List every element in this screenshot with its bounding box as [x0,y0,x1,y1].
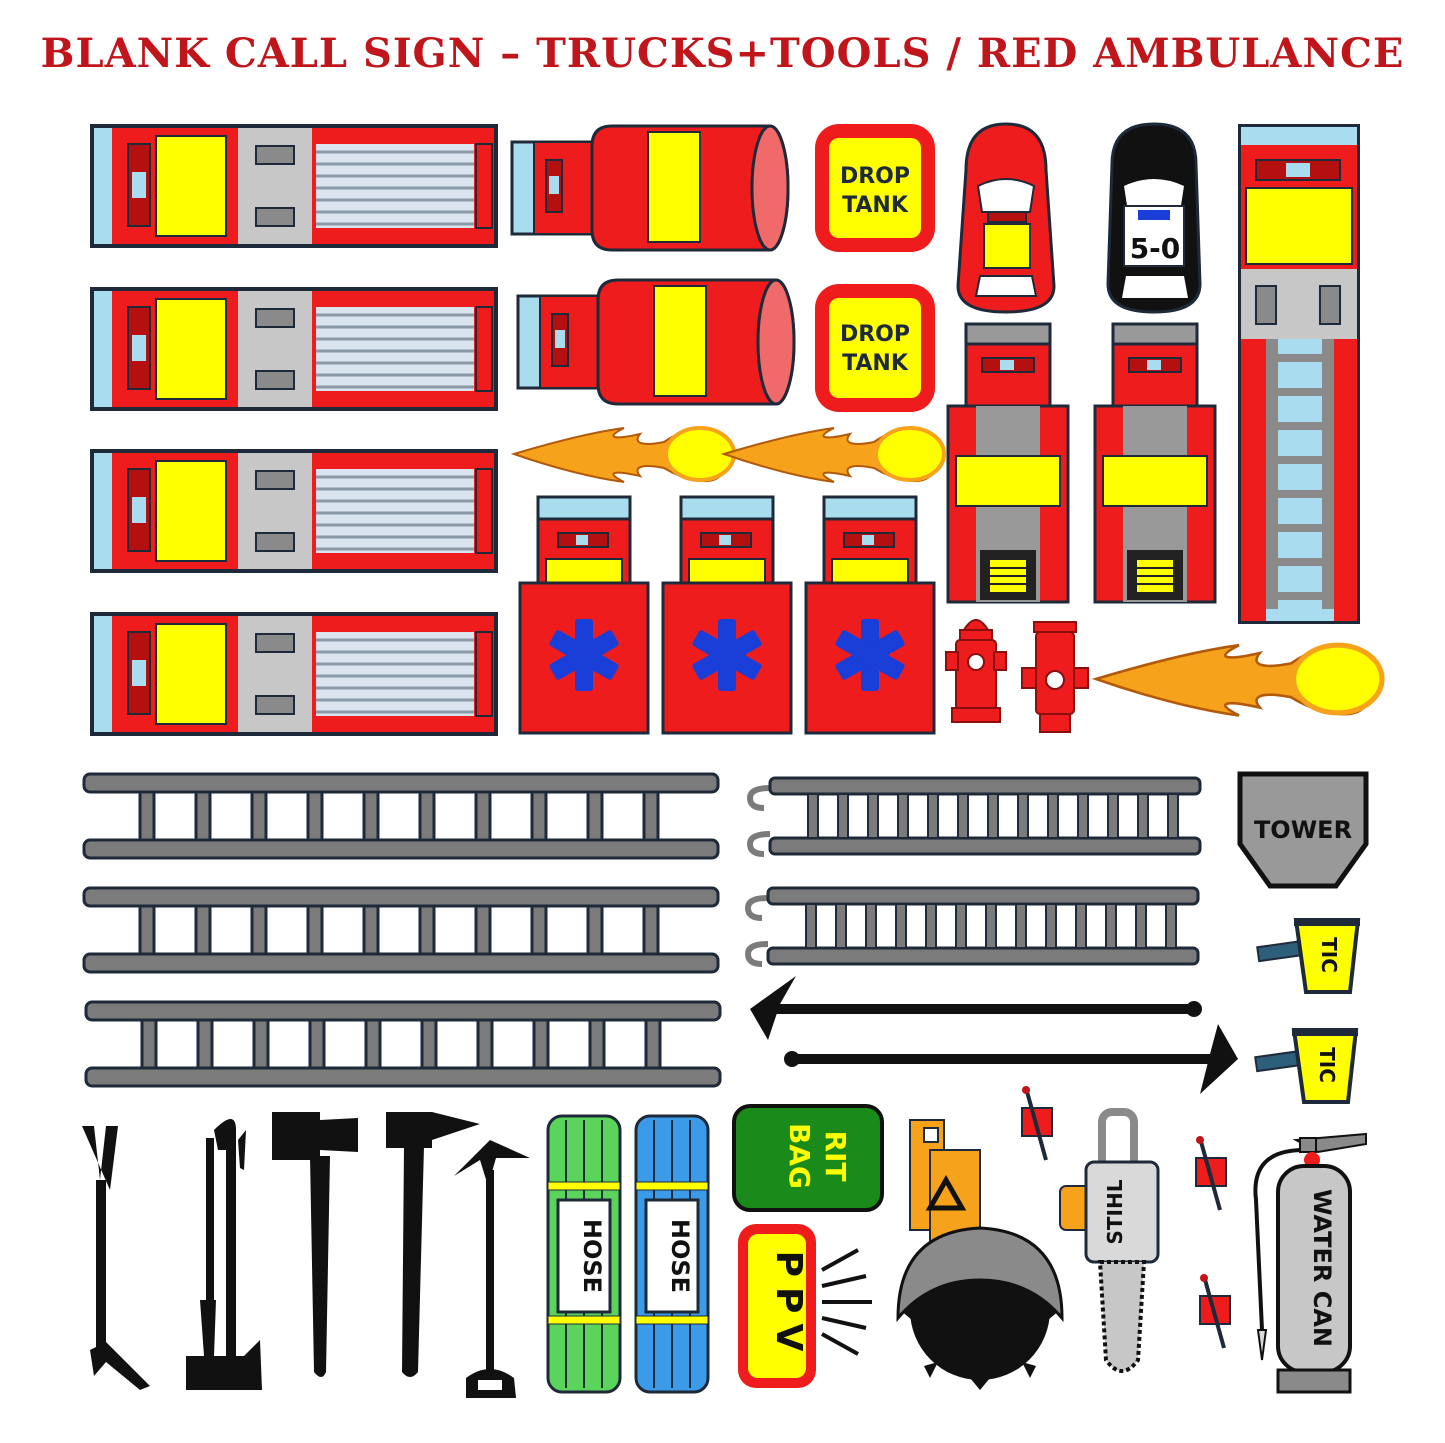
airflow-icon [821,1248,872,1356]
ground-ladder-2 [82,886,720,974]
thermal-imaging-camera-2: TIC [1253,1026,1360,1104]
tower-sign-label: TOWER [1254,816,1352,844]
ambulance-1 [518,495,650,735]
page-title: BLANK CALL SIGN – TRUCKS+TOOLS / RED AMB… [40,30,1405,77]
ambulance-2 [661,495,793,735]
roof-ladder-1 [750,778,1200,854]
flathead-axe-icon [272,1112,358,1377]
ppv-label: PPV [768,1251,809,1362]
hook-and-axe-icon [186,1119,262,1390]
engine-truck-3 [88,447,500,575]
chief-car [956,122,1056,314]
tower-ladder-truck [1238,124,1360,624]
red-tool-icon-3 [1198,1272,1232,1350]
rotary-saw-icon [896,1119,1064,1390]
fire-hydrant-icon-2 [1021,621,1089,733]
ground-ladder-3 [84,1000,722,1088]
hose-bundle-blue: HOSE [634,1114,710,1394]
tic-label: TIC [1315,1047,1339,1083]
rit-bag-label-bottom: BAG [783,1123,816,1189]
engine-truck-2 [88,285,500,413]
tanker-truck-2 [516,278,796,406]
ambulance-3 [804,495,936,735]
pike-hook-tool-icon [454,1140,530,1398]
rit-bag: RIT BAG [732,1104,884,1212]
tanker-truck-1 [510,124,790,252]
drop-tank-label-top: DROP [840,322,910,347]
drop-tank-label-bottom: TANK [842,193,909,218]
drop-tank-sign-1: DROP TANK [815,124,935,252]
water-can-extinguisher: WATER CAN [1253,1132,1367,1394]
drop-tank-label-bottom: TANK [842,351,909,376]
chainsaw-brand-label: STIHL [1103,1179,1127,1244]
engine-truck-4 [88,610,500,738]
drop-tank-sign-2: DROP TANK [815,284,935,412]
tic-label: TIC [1317,937,1341,973]
flame-icon-1 [512,426,736,484]
ground-ladder-1 [82,772,720,860]
hose-label: HOSE [578,1219,606,1293]
halligan-bar-icon [82,1126,150,1390]
hose-bundle-green: HOSE [546,1114,622,1394]
rit-bag-label-top: RIT [819,1130,852,1181]
flame-icon-2 [722,426,946,484]
red-tool-icon-1 [1020,1084,1054,1162]
police-car: 5-0 [1106,122,1202,314]
engine-truck-1 [88,122,500,250]
thermal-imaging-camera-1: TIC [1255,916,1362,994]
pike-pole-icon-1 [750,976,1202,1040]
drop-tank-label-top: DROP [840,164,910,189]
hose-label: HOSE [666,1219,694,1293]
water-can-label: WATER CAN [1308,1189,1336,1347]
tower-sign: TOWER [1237,771,1369,889]
flame-icon-3 [1096,645,1382,715]
police-car-label: 5-0 [1130,232,1181,265]
ppv-fan: PPV [738,1224,872,1388]
pike-pole-icon-2 [784,1024,1238,1094]
chainsaw-icon: STIHL [1059,1108,1160,1373]
red-tool-icon-2 [1194,1134,1228,1212]
roof-ladder-2 [748,888,1198,964]
fire-hydrant-icon-1 [945,619,1007,723]
rescue-truck-2 [1093,322,1217,604]
rescue-truck-1 [946,322,1070,604]
pick-head-axe-icon [386,1112,480,1377]
